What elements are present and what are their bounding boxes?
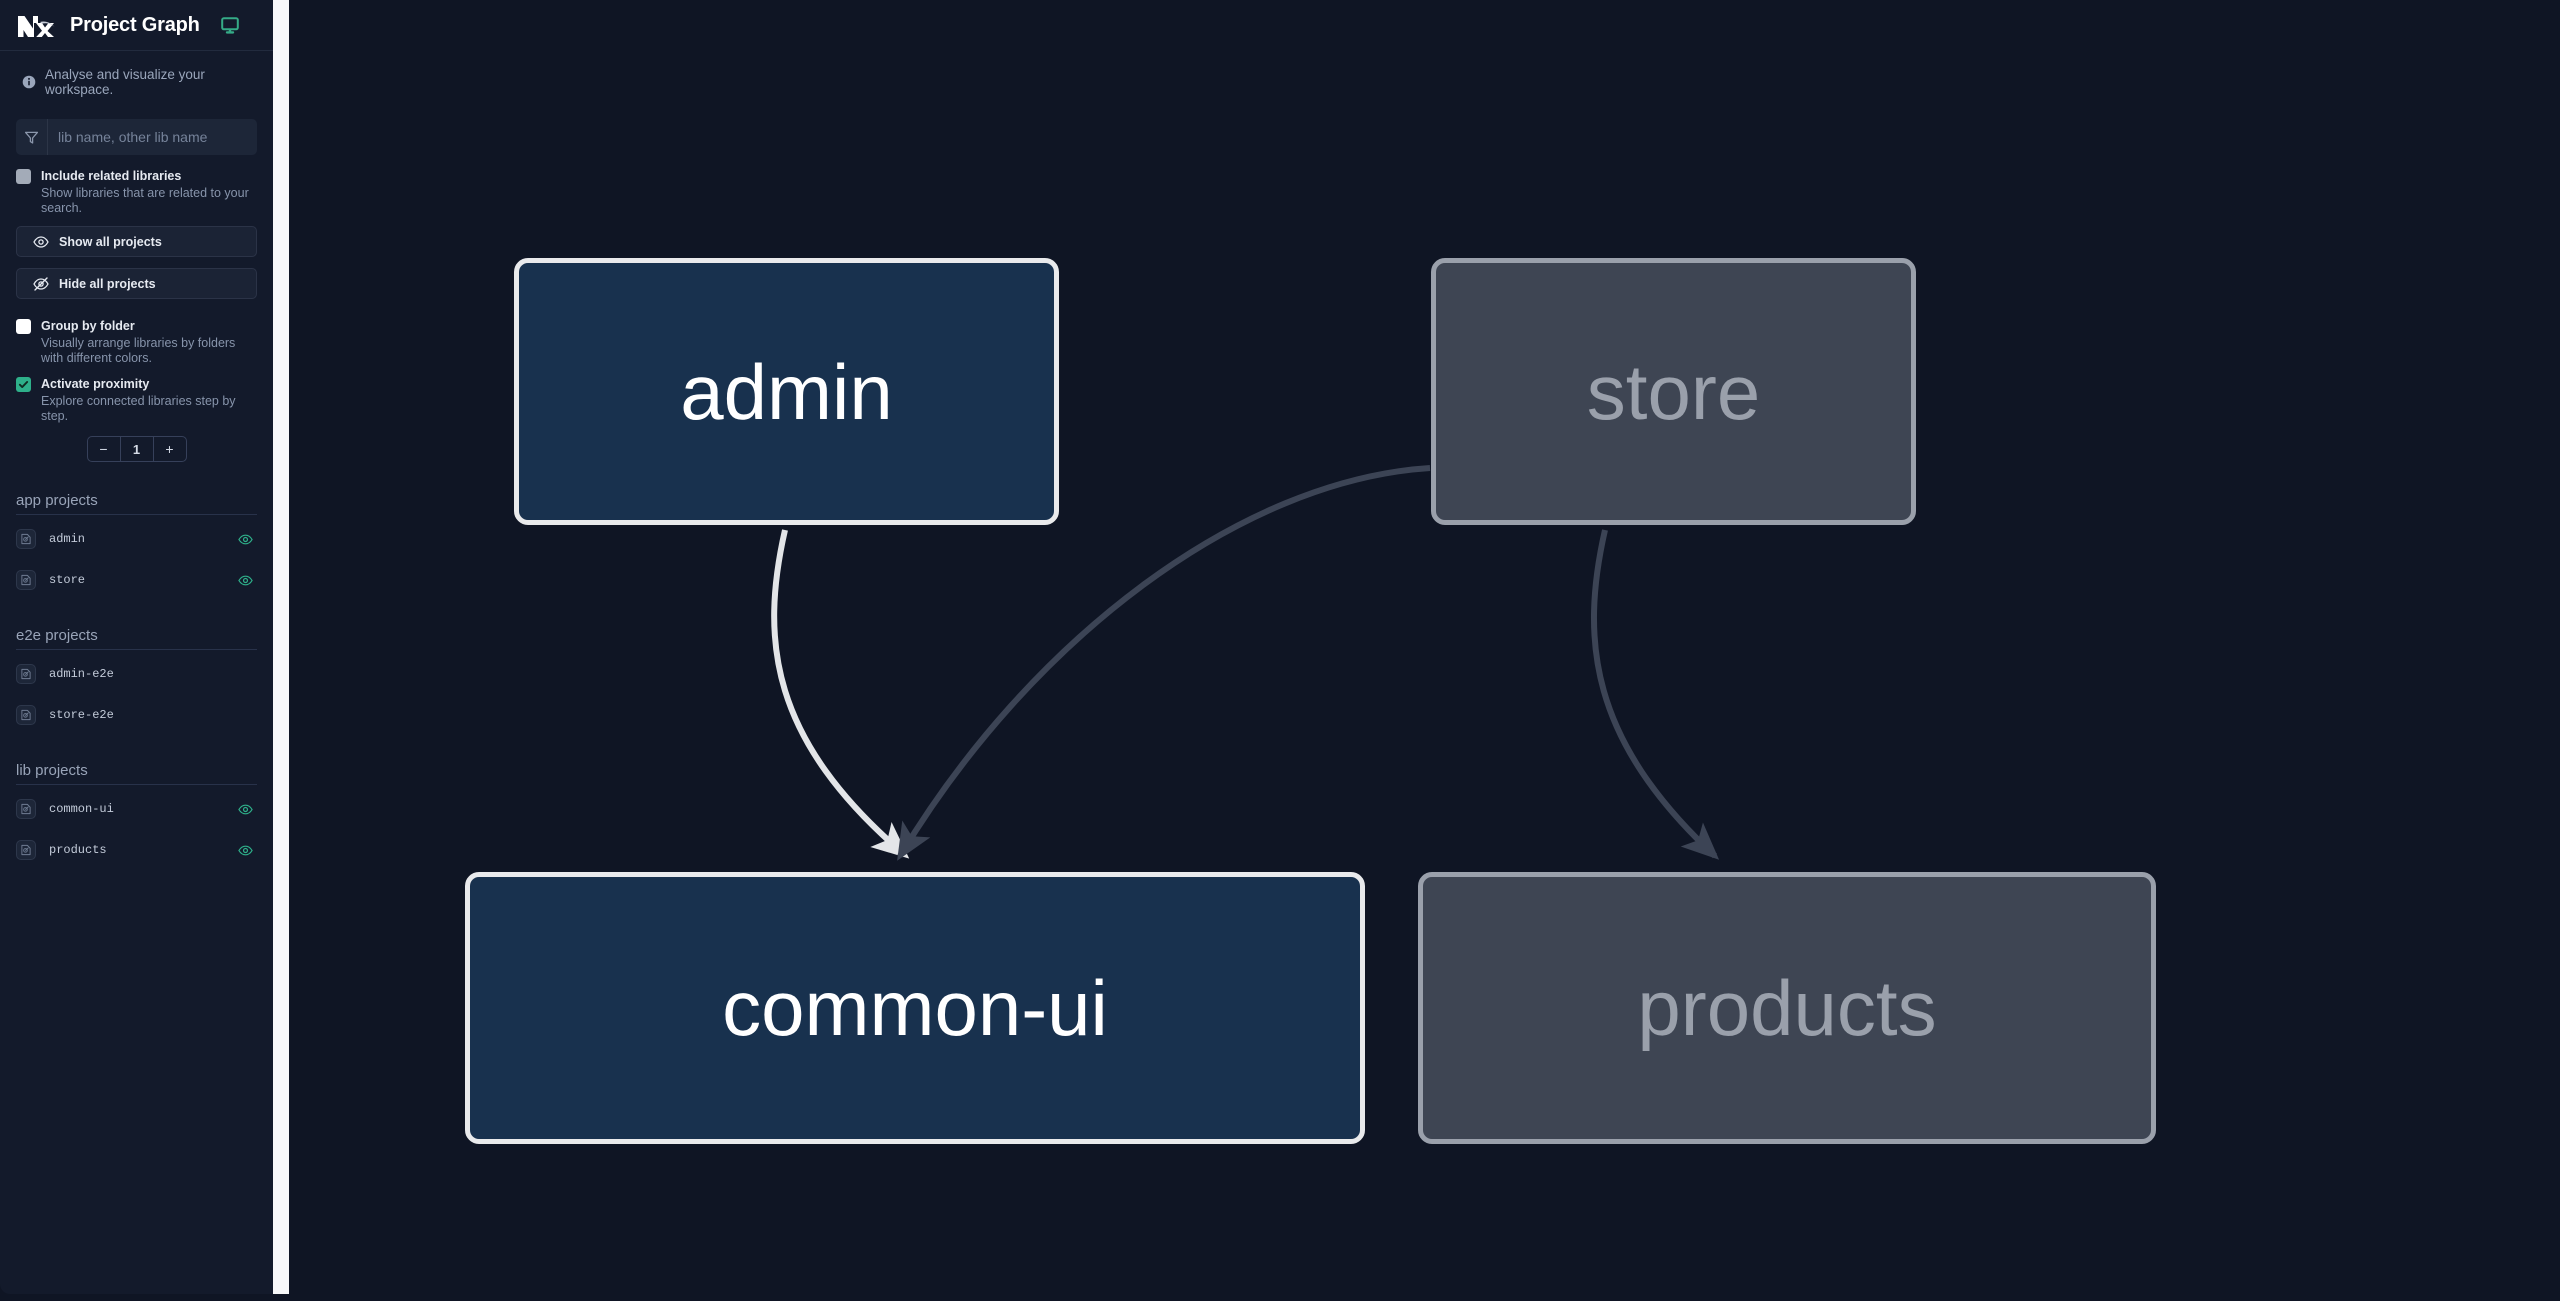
info-icon	[22, 75, 36, 89]
project-group-lib-projects: lib projects common-ui products	[16, 762, 257, 867]
project-row-products[interactable]: products	[16, 833, 257, 867]
search-field[interactable]	[16, 119, 257, 155]
project-icon	[16, 570, 36, 590]
option-group-by-folder[interactable]: Group by folder Visually arrange librari…	[16, 317, 257, 365]
funnel-icon	[24, 130, 39, 145]
graph-node-common-ui[interactable]: common-ui	[465, 872, 1365, 1144]
sidebar-body: Include related libraries Show libraries…	[0, 97, 273, 867]
search-input[interactable]	[48, 119, 257, 155]
proximity-increment-button[interactable]: +	[165, 441, 174, 457]
eye-icon	[33, 234, 49, 250]
option-include-related-libraries[interactable]: Include related libraries Show libraries…	[16, 167, 257, 215]
project-name: store-e2e	[49, 708, 114, 722]
option-activate-proximity[interactable]: Activate proximity Explore connected lib…	[16, 375, 257, 423]
sidebar-header: Project Graph	[0, 0, 273, 51]
checkbox-group-by-folder[interactable]	[16, 319, 31, 334]
nx-logo	[16, 10, 56, 40]
edge-store-products	[1591, 529, 1720, 860]
checkbox-activate-proximity[interactable]	[16, 377, 31, 392]
project-name: store	[49, 573, 86, 587]
graph-node-label: admin	[680, 347, 893, 436]
tagline: Analyse and visualize your workspace.	[0, 51, 273, 97]
project-group-e2e-projects: e2e projects admin-e2e store-e2e	[16, 627, 257, 732]
project-icon	[16, 664, 36, 684]
project-visibility-eye-icon[interactable]	[238, 573, 253, 588]
checkbox-include-related-libraries[interactable]	[16, 169, 31, 184]
sidebar: Project Graph Analyse and visualize your…	[0, 0, 273, 1294]
project-row-store-e2e[interactable]: store-e2e	[16, 698, 257, 732]
edge-store-common-ui	[897, 465, 1431, 861]
project-icon	[16, 529, 36, 549]
project-icon	[16, 705, 36, 725]
project-visibility-eye-icon[interactable]	[238, 802, 253, 817]
project-row-admin-e2e[interactable]: admin-e2e	[16, 657, 257, 691]
hide-all-projects-label: Hide all projects	[59, 276, 156, 291]
tagline-text: Analyse and visualize your workspace.	[45, 67, 205, 97]
graph-node-admin[interactable]: admin	[514, 258, 1059, 525]
project-group-title: e2e projects	[16, 627, 257, 650]
proximity-decrement-button[interactable]: −	[99, 441, 108, 457]
proximity-value: 1	[119, 437, 154, 461]
project-name: admin	[49, 532, 86, 546]
show-all-projects-button[interactable]: Show all projects	[16, 226, 257, 257]
option-desc: Explore connected libraries step by step…	[41, 394, 236, 423]
project-icon	[16, 799, 36, 819]
proximity-stepper[interactable]: − 1 +	[86, 436, 187, 462]
project-visibility-eye-icon[interactable]	[238, 532, 253, 547]
project-name: products	[49, 843, 107, 857]
monitor-icon[interactable]	[220, 15, 240, 35]
page-title: Project Graph	[70, 13, 200, 36]
graph-node-label: store	[1586, 347, 1761, 436]
project-graph-canvas[interactable]: admin store common-ui products	[290, 0, 2560, 1301]
show-all-projects-label: Show all projects	[59, 234, 162, 249]
sidebar-scrollbar[interactable]	[273, 0, 289, 1294]
project-group-title: app projects	[16, 492, 257, 515]
sidebar-divider	[289, 0, 290, 1301]
project-name: admin-e2e	[49, 667, 114, 681]
project-group-title: lib projects	[16, 762, 257, 785]
project-row-store[interactable]: store	[16, 563, 257, 597]
project-groups: app projects admin store e2e projects admin-…	[16, 492, 257, 867]
project-row-common-ui[interactable]: common-ui	[16, 792, 257, 826]
hide-all-projects-button[interactable]: Hide all projects	[16, 268, 257, 299]
graph-node-label: products	[1637, 964, 1937, 1052]
graph-edges	[771, 465, 1720, 861]
option-desc: Visually arrange libraries by folders wi…	[41, 336, 236, 365]
project-visibility-eye-icon[interactable]	[238, 843, 253, 858]
edge-admin-common-ui	[771, 529, 910, 859]
project-group-app-projects: app projects admin store	[16, 492, 257, 597]
option-title: Activate proximity	[41, 377, 150, 391]
filter-icon-box	[16, 119, 48, 155]
graph-node-store[interactable]: store	[1431, 258, 1916, 525]
project-icon	[16, 840, 36, 860]
graph-node-label: common-ui	[722, 964, 1108, 1052]
graph-node-products[interactable]: products	[1418, 872, 2156, 1144]
project-row-admin[interactable]: admin	[16, 522, 257, 556]
project-name: common-ui	[49, 802, 114, 816]
option-desc: Show libraries that are related to your …	[41, 186, 249, 215]
eye-off-icon	[33, 276, 49, 292]
option-title: Group by folder	[41, 319, 135, 333]
option-title: Include related libraries	[41, 169, 182, 183]
